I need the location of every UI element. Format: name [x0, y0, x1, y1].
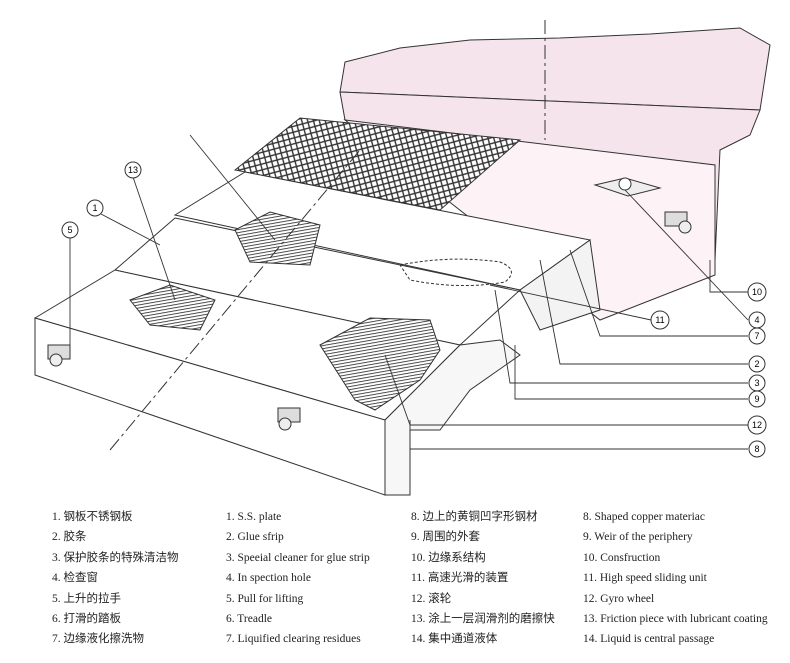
callout-12: 12	[747, 415, 767, 435]
callout-11: 11	[650, 310, 670, 330]
legend-item: 5. Pull for lifting	[226, 592, 304, 605]
callout-markers: 13 1 5 10 4 11 7 2 3 9 12 8	[61, 161, 767, 458]
sliding-unit-dashed	[399, 258, 512, 287]
legend-item: 6. Treadle	[226, 613, 272, 626]
callout-5: 5	[61, 221, 79, 239]
lifting-handle-icon	[47, 211, 692, 431]
svg-text:8: 8	[754, 444, 759, 454]
inspection-hole-icon	[593, 177, 662, 197]
svg-text:13: 13	[128, 165, 138, 175]
svg-text:3: 3	[754, 378, 759, 388]
legend-item: 5. 上升的拉手	[52, 592, 121, 605]
legend-item: 8. Shaped copper materiac	[583, 511, 705, 523]
legend-item: 1. S.S. plate	[226, 511, 282, 523]
legend-item: 3. 保护胶条的特殊清洁物	[52, 551, 179, 564]
svg-text:10: 10	[752, 287, 762, 297]
legend-item: 9. 周围的外套	[411, 531, 480, 544]
legend-en-col2: 8. Shaped copper materiac 9. Weir of the…	[583, 507, 768, 650]
legend-cn-col2: 8. 边上的黄铜凹字形钢材 9. 周围的外套 10. 边缘系结构 11. 高速光…	[411, 507, 555, 650]
legend-item: 11. High speed sliding unit	[583, 572, 707, 585]
diagram-drawing: 13 1 5 10 4 11 7 2 3 9 12 8	[33, 20, 771, 496]
legend-item: 2. Glue sfrip	[226, 531, 284, 544]
legend-item: 13. 涂上一层润滑剂的磨擦快	[411, 613, 555, 626]
cutout-friction-piece	[129, 284, 216, 331]
legend-item: 9. Weir of the periphery	[583, 531, 693, 544]
legend-item: 8. 边上的黄铜凹字形钢材	[411, 511, 538, 523]
callout-10: 10	[747, 282, 767, 302]
legend-item: 14. 集中通道液体	[411, 633, 498, 646]
legend-item: 12. Gyro wheel	[583, 592, 655, 605]
legend-item: 4. 检查窗	[52, 572, 98, 585]
svg-text:7: 7	[754, 331, 759, 341]
legend-item: 6. 打滑的踏板	[52, 613, 121, 626]
legend-item: 7. 边缘液化擦洗物	[52, 633, 144, 646]
callout-9: 9	[748, 390, 766, 408]
svg-text:11: 11	[655, 315, 664, 325]
svg-text:1: 1	[92, 203, 97, 213]
callout-7: 7	[748, 327, 766, 345]
callout-4: 4	[748, 311, 766, 329]
svg-text:5: 5	[67, 225, 72, 235]
legend-item: 7. Liquified clearing residues	[226, 633, 361, 646]
svg-text:2: 2	[754, 359, 759, 369]
cutout-gyro-wheel	[319, 317, 441, 411]
legend-en-col1: 1. S.S. plate 2. Glue sfrip 3. Speeial c…	[226, 507, 370, 650]
legend-item: 3. Speeial cleaner for glue strip	[226, 551, 370, 564]
callout-8: 8	[748, 440, 766, 458]
cutout-glue-strip	[234, 211, 321, 266]
svg-text:9: 9	[754, 394, 759, 404]
legend-item: 10. Consfruction	[583, 551, 661, 564]
legend-item: 14. Liquid is central passage	[583, 633, 715, 646]
legend-cn-col1: 1. 钢板不锈钢板 2. 胶条 3. 保护胶条的特殊清洁物 4. 检查窗 5. …	[52, 507, 179, 650]
svg-text:4: 4	[754, 315, 759, 325]
leader-lines	[69, 134, 749, 450]
svg-text:12: 12	[752, 420, 762, 430]
legend-item: 2. 胶条	[52, 531, 87, 544]
callout-2: 2	[748, 355, 766, 373]
legend-item: 13. Friction piece with lubricant coatin…	[583, 613, 768, 626]
callout-13: 13	[124, 161, 142, 179]
legend-item: 1. 钢板不锈钢板	[52, 511, 133, 523]
legend-item: 11. 高速光滑的装置	[411, 572, 509, 585]
legend-item: 12. 滚轮	[411, 592, 452, 605]
callout-1: 1	[86, 199, 104, 217]
legend-item: 10. 边缘系结构	[411, 551, 486, 564]
legend-item: 4. In spection hole	[226, 572, 311, 585]
callout-3: 3	[748, 374, 766, 392]
